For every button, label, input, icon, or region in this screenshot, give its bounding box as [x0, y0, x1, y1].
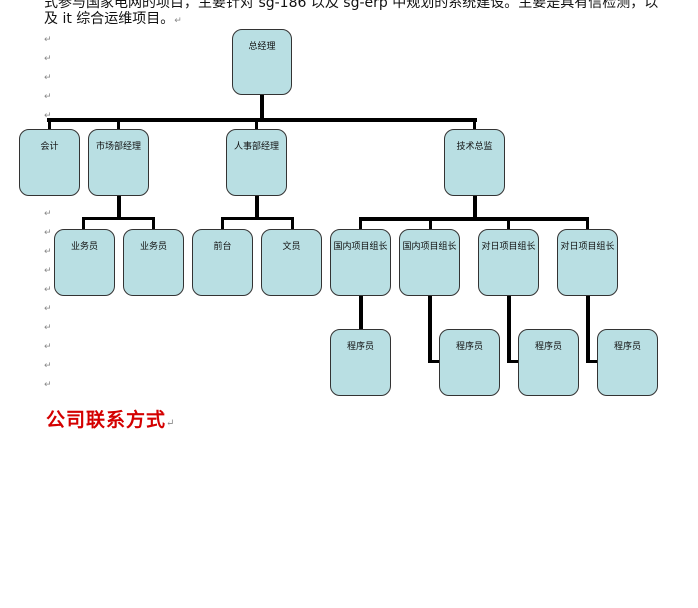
- connector: [473, 120, 476, 130]
- section-heading-text: 公司联系方式: [46, 409, 167, 431]
- paragraph-mark-icon: ↵: [44, 35, 52, 45]
- connector: [48, 120, 51, 130]
- paragraph-mark-icon: ↵: [174, 16, 182, 26]
- connector: [359, 217, 362, 231]
- org-node-team-lead[interactable]: 对日项目组长: [478, 229, 539, 296]
- connector: [47, 118, 477, 122]
- org-node-staff[interactable]: 业务员: [123, 229, 184, 296]
- org-node-team-lead[interactable]: 国内项目组长: [399, 229, 460, 296]
- org-node-root[interactable]: 总经理: [232, 29, 292, 95]
- body-text-line: 式参与国家电网的项目，主要针对 sg-186 以及 sg-erp 中规划的系统建…: [44, 0, 659, 11]
- connector: [255, 195, 259, 219]
- connector: [152, 217, 155, 231]
- org-node-level1[interactable]: 技术总监: [444, 129, 505, 196]
- org-node-level1[interactable]: 会计: [19, 129, 80, 196]
- connector: [586, 295, 590, 363]
- org-node-staff[interactable]: 业务员: [54, 229, 115, 296]
- section-heading: 公司联系方式↵: [46, 405, 175, 432]
- org-node-level1[interactable]: 人事部经理: [226, 129, 287, 196]
- connector: [429, 217, 432, 231]
- org-node-staff[interactable]: 前台: [192, 229, 253, 296]
- connector: [117, 120, 120, 130]
- body-text-line: 及 it 综合运维项目。↵: [44, 10, 182, 30]
- connector: [291, 217, 294, 231]
- paragraph-mark-icon: ↵: [44, 54, 52, 64]
- connector: [359, 217, 588, 221]
- paragraph-mark-icon: ↵: [44, 209, 52, 219]
- connector: [428, 295, 432, 363]
- connector: [255, 120, 258, 130]
- connector: [507, 217, 510, 231]
- connector: [260, 94, 264, 120]
- connector: [507, 360, 520, 363]
- connector: [221, 217, 294, 220]
- connector: [473, 195, 477, 219]
- paragraph-mark-icon: ↵: [44, 361, 52, 371]
- connector: [221, 217, 224, 231]
- body-text: 及 it 综合运维项目。: [44, 11, 175, 27]
- org-node-programmer[interactable]: 程序员: [439, 329, 500, 396]
- org-node-team-lead[interactable]: 国内项目组长: [330, 229, 391, 296]
- paragraph-mark-icon: ↵: [44, 304, 52, 314]
- connector: [507, 295, 511, 363]
- paragraph-mark-icon: ↵: [44, 342, 52, 352]
- connector: [82, 217, 85, 231]
- connector: [82, 217, 155, 220]
- connector: [586, 360, 599, 363]
- org-node-team-lead[interactable]: 对日项目组长: [557, 229, 618, 296]
- paragraph-mark-icon: ↵: [44, 266, 52, 276]
- paragraph-mark-icon: ↵: [44, 285, 52, 295]
- org-node-programmer[interactable]: 程序员: [597, 329, 658, 396]
- org-node-staff[interactable]: 文员: [261, 229, 322, 296]
- paragraph-mark-icon: ↵: [44, 111, 52, 121]
- connector: [359, 295, 363, 331]
- paragraph-mark-icon: ↵: [44, 228, 52, 238]
- connector: [117, 195, 121, 219]
- connector: [586, 217, 589, 231]
- paragraph-mark-icon: ↵: [44, 380, 52, 390]
- paragraph-mark-icon: ↵: [44, 247, 52, 257]
- org-node-level1[interactable]: 市场部经理: [88, 129, 149, 196]
- connector: [428, 360, 441, 363]
- org-node-programmer[interactable]: 程序员: [518, 329, 579, 396]
- org-node-programmer[interactable]: 程序员: [330, 329, 391, 396]
- paragraph-mark-icon: ↵: [44, 92, 52, 102]
- paragraph-mark-icon: ↵: [44, 73, 52, 83]
- paragraph-mark-icon: ↵: [44, 323, 52, 333]
- paragraph-mark-icon: ↵: [166, 418, 176, 429]
